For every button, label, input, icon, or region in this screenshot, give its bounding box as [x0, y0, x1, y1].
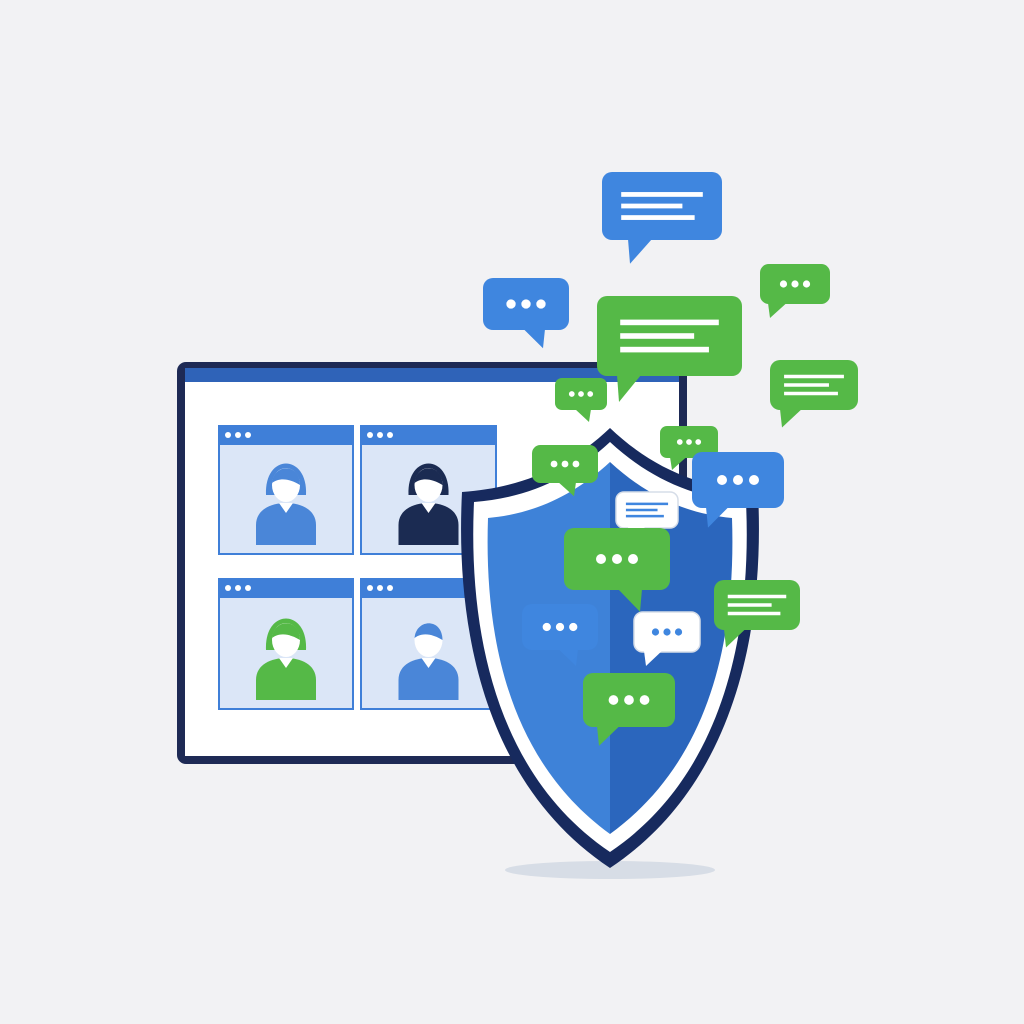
typing-dots-icon: [550, 460, 580, 468]
message-lines-icon: [620, 319, 719, 353]
chat-bubble: [532, 445, 598, 497]
woman-avatar-icon: [256, 463, 316, 545]
chat-bubble: [660, 426, 718, 470]
tile-dot-icon: [367, 432, 373, 438]
tile-dot-icon: [387, 585, 393, 591]
message-lines-icon: [621, 192, 703, 220]
chat-bubble: [483, 278, 569, 349]
window-titlebar: [185, 368, 679, 382]
chat-bubble: [564, 528, 670, 612]
message-lines-icon: [625, 502, 669, 518]
tile-dot-icon: [225, 585, 231, 591]
tile-dot-icon: [225, 432, 231, 438]
tile-dot-icon: [387, 432, 393, 438]
participant-tile: [218, 425, 354, 555]
chat-bubble: [633, 611, 701, 666]
chat-bubble: [692, 452, 784, 528]
typing-dots-icon: [779, 280, 811, 288]
tile-dot-icon: [245, 432, 251, 438]
tile-dot-icon: [245, 585, 251, 591]
chat-bubble: [522, 604, 598, 667]
chat-bubble: [770, 360, 858, 428]
chat-bubble: [714, 580, 800, 648]
chat-bubble: [602, 172, 722, 264]
chat-bubble: [555, 378, 607, 422]
chat-bubble-cloud: [483, 172, 858, 746]
woman-avatar-icon: [256, 618, 316, 700]
message-lines-icon: [727, 594, 787, 616]
typing-dots-icon: [506, 299, 546, 309]
participant-tile: [218, 578, 354, 710]
typing-dots-icon: [568, 391, 594, 397]
tile-dot-icon: [367, 585, 373, 591]
tile-dot-icon: [235, 432, 241, 438]
typing-dots-icon: [596, 554, 638, 564]
typing-dots-icon: [608, 695, 650, 705]
tile-dot-icon: [235, 585, 241, 591]
message-lines-icon: [784, 374, 844, 396]
chat-bubble: [597, 296, 742, 402]
tile-dot-icon: [377, 432, 383, 438]
woman-avatar-icon: [398, 463, 459, 545]
typing-dots-icon: [542, 622, 578, 632]
man-avatar-icon: [398, 623, 459, 700]
tile-dot-icon: [377, 585, 383, 591]
typing-dots-icon: [651, 628, 683, 636]
typing-dots-icon: [717, 475, 759, 485]
chat-bubble: [583, 673, 675, 746]
chat-bubble: [760, 264, 830, 318]
typing-dots-icon: [676, 439, 702, 445]
ground-shadow: [505, 861, 715, 879]
